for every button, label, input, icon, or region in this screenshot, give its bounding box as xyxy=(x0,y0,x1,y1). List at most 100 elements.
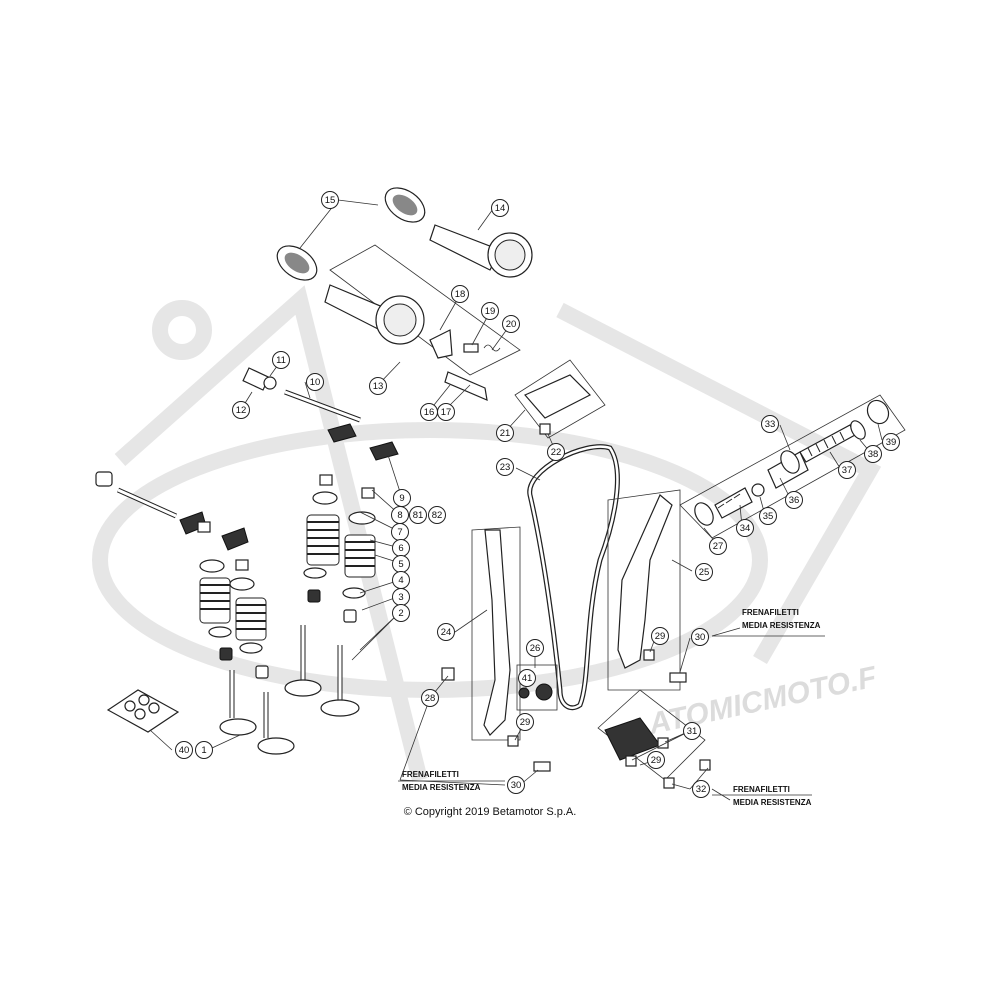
guide-bracket-frame xyxy=(597,689,711,789)
callout-circle xyxy=(306,373,324,391)
threadlock-note-30-bottom: FRENAFILETTI MEDIA RESISTENZA xyxy=(398,770,505,792)
callout-number: 28 xyxy=(425,693,436,704)
callout-circle xyxy=(507,776,525,794)
intake-valve-1 xyxy=(219,718,257,736)
tensioner-assembly xyxy=(679,394,906,539)
callout-circle xyxy=(785,491,803,509)
callout-circle xyxy=(421,689,439,707)
callout-c14: 14 xyxy=(491,199,509,217)
callout-c28: 28 xyxy=(421,689,439,707)
upper-chain-guide xyxy=(524,374,592,419)
callout-circle xyxy=(882,433,900,451)
callout-circle xyxy=(392,604,410,622)
callout-number: 17 xyxy=(441,407,452,418)
rocker-arm-1 xyxy=(327,423,357,443)
callout-c29a: 29 xyxy=(516,713,534,731)
callout-number: 31 xyxy=(687,726,698,737)
clip-35 xyxy=(751,483,765,497)
callout-number: 11 xyxy=(276,355,286,366)
callout-circle xyxy=(526,639,544,657)
callout-c81: 81 xyxy=(409,506,427,524)
washer-38 xyxy=(850,420,866,440)
callout-c38: 38 xyxy=(864,445,882,463)
callout-c31: 31 xyxy=(683,722,701,740)
camshaft-frame xyxy=(329,244,521,376)
callout-number: 41 xyxy=(522,673,533,684)
callout-circle xyxy=(838,461,856,479)
callout-c20: 20 xyxy=(502,315,520,333)
callout-c19: 19 xyxy=(481,302,499,320)
callout-number: 24 xyxy=(441,627,452,638)
chain-tensioner-guide-frame xyxy=(471,526,521,741)
callout-c35: 35 xyxy=(759,507,777,525)
callout-c36: 36 xyxy=(785,491,803,509)
callout-c39: 39 xyxy=(882,433,900,451)
callout-c37: 37 xyxy=(838,461,856,479)
callout-number: 27 xyxy=(713,541,724,552)
note-line1: FRENAFILETTI xyxy=(742,608,799,617)
callout-c18: 18 xyxy=(451,285,469,303)
tensioner-spring-34 xyxy=(714,487,753,519)
camshaft-group xyxy=(276,187,533,401)
callout-number: 2 xyxy=(398,608,403,619)
note-line1: FRENAFILETTI xyxy=(402,770,459,779)
callout-circle xyxy=(496,424,514,442)
callout-circle xyxy=(518,669,536,687)
decompressor-weight xyxy=(444,371,488,401)
callout-circle xyxy=(691,628,709,646)
callout-number: 15 xyxy=(325,195,336,206)
callout-c33: 33 xyxy=(761,415,779,433)
callout-c6: 6 xyxy=(392,539,410,557)
callout-number: 18 xyxy=(455,289,466,300)
callout-c82: 82 xyxy=(428,506,446,524)
callout-c12: 12 xyxy=(232,401,250,419)
note-line2: MEDIA RESISTENZA xyxy=(742,621,821,630)
callout-circle xyxy=(175,741,193,759)
callout-number: 34 xyxy=(740,523,751,534)
callout-circle xyxy=(409,506,427,524)
callout-number: 32 xyxy=(696,784,707,795)
bolt-30b xyxy=(533,761,551,772)
callout-number: 29 xyxy=(655,631,666,642)
callout-number: 82 xyxy=(432,510,443,521)
callout-c27: 27 xyxy=(709,537,727,555)
callout-circle xyxy=(321,191,339,209)
callout-circle xyxy=(428,506,446,524)
callout-c4: 4 xyxy=(392,571,410,589)
callout-circle xyxy=(547,443,565,461)
camshaft-bearing-upper xyxy=(384,187,426,223)
threadlock-note-32: FRENAFILETTI MEDIA RESISTENZA xyxy=(712,785,812,807)
callout-number: 26 xyxy=(530,643,541,654)
callout-number: 1 xyxy=(201,745,206,756)
callout-c7: 7 xyxy=(391,523,409,541)
decompressor-lever xyxy=(429,329,453,359)
callout-number: 30 xyxy=(695,632,706,643)
callout-c29c: 29 xyxy=(647,751,665,769)
callout-number: 16 xyxy=(424,407,435,418)
bolt-30a xyxy=(669,672,687,683)
callout-number: 22 xyxy=(551,447,562,458)
intake-camshaft xyxy=(324,284,425,345)
callout-number: 6 xyxy=(398,543,403,554)
chain-tensioner-guide xyxy=(483,529,511,736)
rocker-arm-4 xyxy=(221,527,249,551)
callout-c8: 8 xyxy=(391,506,409,524)
callout-c16: 16 xyxy=(420,403,438,421)
callout-c32: 32 xyxy=(692,780,710,798)
exhaust-camshaft xyxy=(429,224,533,278)
callout-c5: 5 xyxy=(392,555,410,573)
decompressor-pin xyxy=(463,343,479,353)
callout-circle xyxy=(516,713,534,731)
callout-c1: 1 xyxy=(195,741,213,759)
callout-circle xyxy=(761,415,779,433)
o-ring-27 xyxy=(694,502,714,526)
callout-number: 30 xyxy=(511,780,522,791)
callout-number: 37 xyxy=(842,465,853,476)
callout-number: 25 xyxy=(699,567,710,578)
callout-circle xyxy=(709,537,727,555)
callout-circle xyxy=(232,401,250,419)
tensioner-cap-39 xyxy=(866,399,890,425)
callout-number: 40 xyxy=(179,745,190,756)
